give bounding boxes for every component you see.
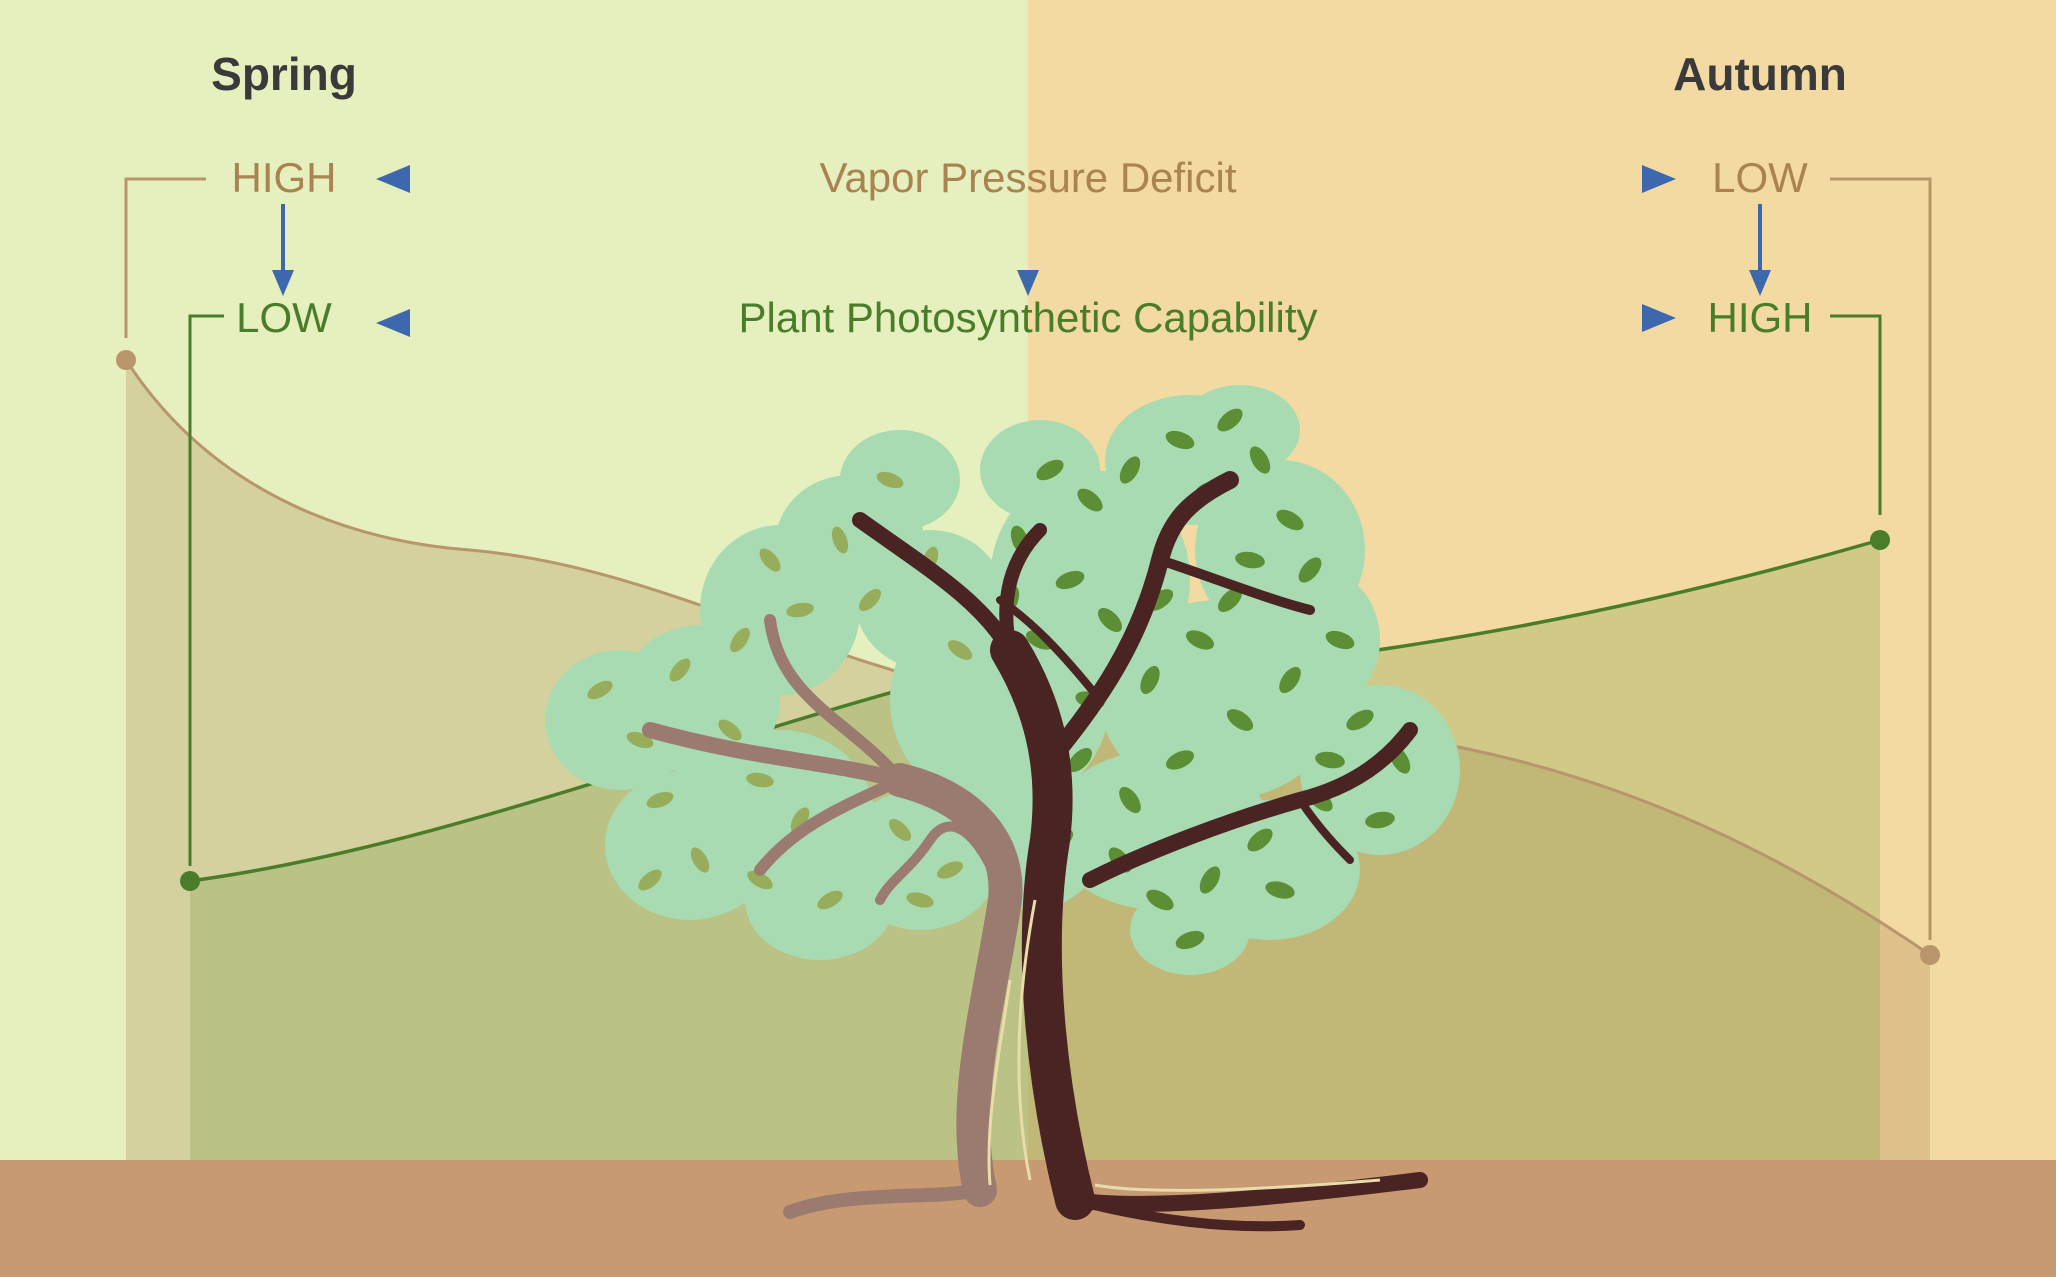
- vpd-autumn-connector: [1830, 177, 1932, 940]
- photo-autumn-point: [1870, 530, 1890, 550]
- photo-label: Plant Photosynthetic Capability: [739, 294, 1318, 341]
- vpd-autumn-value: LOW: [1712, 154, 1808, 201]
- vpd-autumn-point: [1920, 945, 1940, 965]
- trunk-front: [852, 471, 1428, 1232]
- trunk-highlights: [987, 899, 1381, 1192]
- tree-illustration: [545, 385, 1460, 1232]
- vpd-spring-value: HIGH: [232, 154, 337, 201]
- ground: [0, 1160, 2056, 1277]
- photo-spring-point: [180, 871, 200, 891]
- vpd-spring-connector: [124, 177, 206, 338]
- photo-autumn-value: HIGH: [1708, 294, 1813, 341]
- arrow-down-icon: [1017, 204, 1039, 296]
- arrow-left-icon: [376, 165, 780, 193]
- arrow-right-icon: [1390, 304, 1676, 332]
- photo-spring-value: LOW: [236, 294, 332, 341]
- trunk-back: [642, 614, 1023, 1219]
- arrow-down-icon: [272, 204, 294, 296]
- arrow-down-icon: [1749, 204, 1771, 296]
- vpd-spring-point: [116, 350, 136, 370]
- arrow-right-icon: [1285, 165, 1676, 193]
- spring-heading: Spring: [211, 48, 357, 100]
- arrow-left-icon: [376, 309, 670, 337]
- vpd-label: Vapor Pressure Deficit: [819, 154, 1236, 201]
- leaves-back: [587, 471, 973, 910]
- photo-autumn-connector: [1830, 314, 1882, 515]
- photo-spring-connector: [188, 314, 224, 866]
- autumn-heading: Autumn: [1673, 48, 1847, 100]
